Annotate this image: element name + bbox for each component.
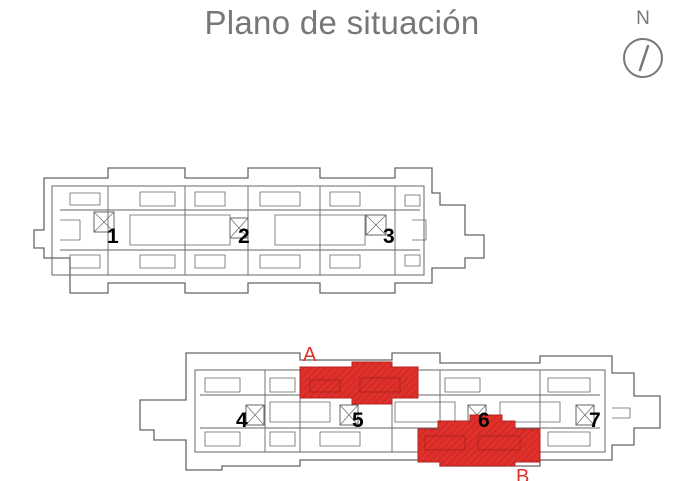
north-arrow-icon: [623, 38, 663, 78]
bottom-block-outline: [139, 352, 661, 471]
building-number-6: 6: [478, 409, 490, 432]
compass: N: [623, 8, 673, 80]
building-number-3: 3: [383, 225, 395, 248]
building-number-5: 5: [352, 409, 364, 432]
building-number-2: 2: [238, 225, 250, 248]
zone-b: [417, 414, 541, 467]
zone-label-a: A: [303, 344, 317, 366]
compass-north-label: N: [636, 8, 650, 29]
building-number-4: 4: [236, 409, 248, 432]
plan-title: Plano de situación: [204, 4, 480, 41]
zone-label-b: B: [516, 466, 529, 481]
top-block-outline: [33, 167, 485, 294]
zone-a: [299, 361, 419, 405]
top-block: [33, 167, 485, 294]
building-number-7: 7: [589, 409, 601, 432]
building-number-1: 1: [107, 225, 119, 248]
